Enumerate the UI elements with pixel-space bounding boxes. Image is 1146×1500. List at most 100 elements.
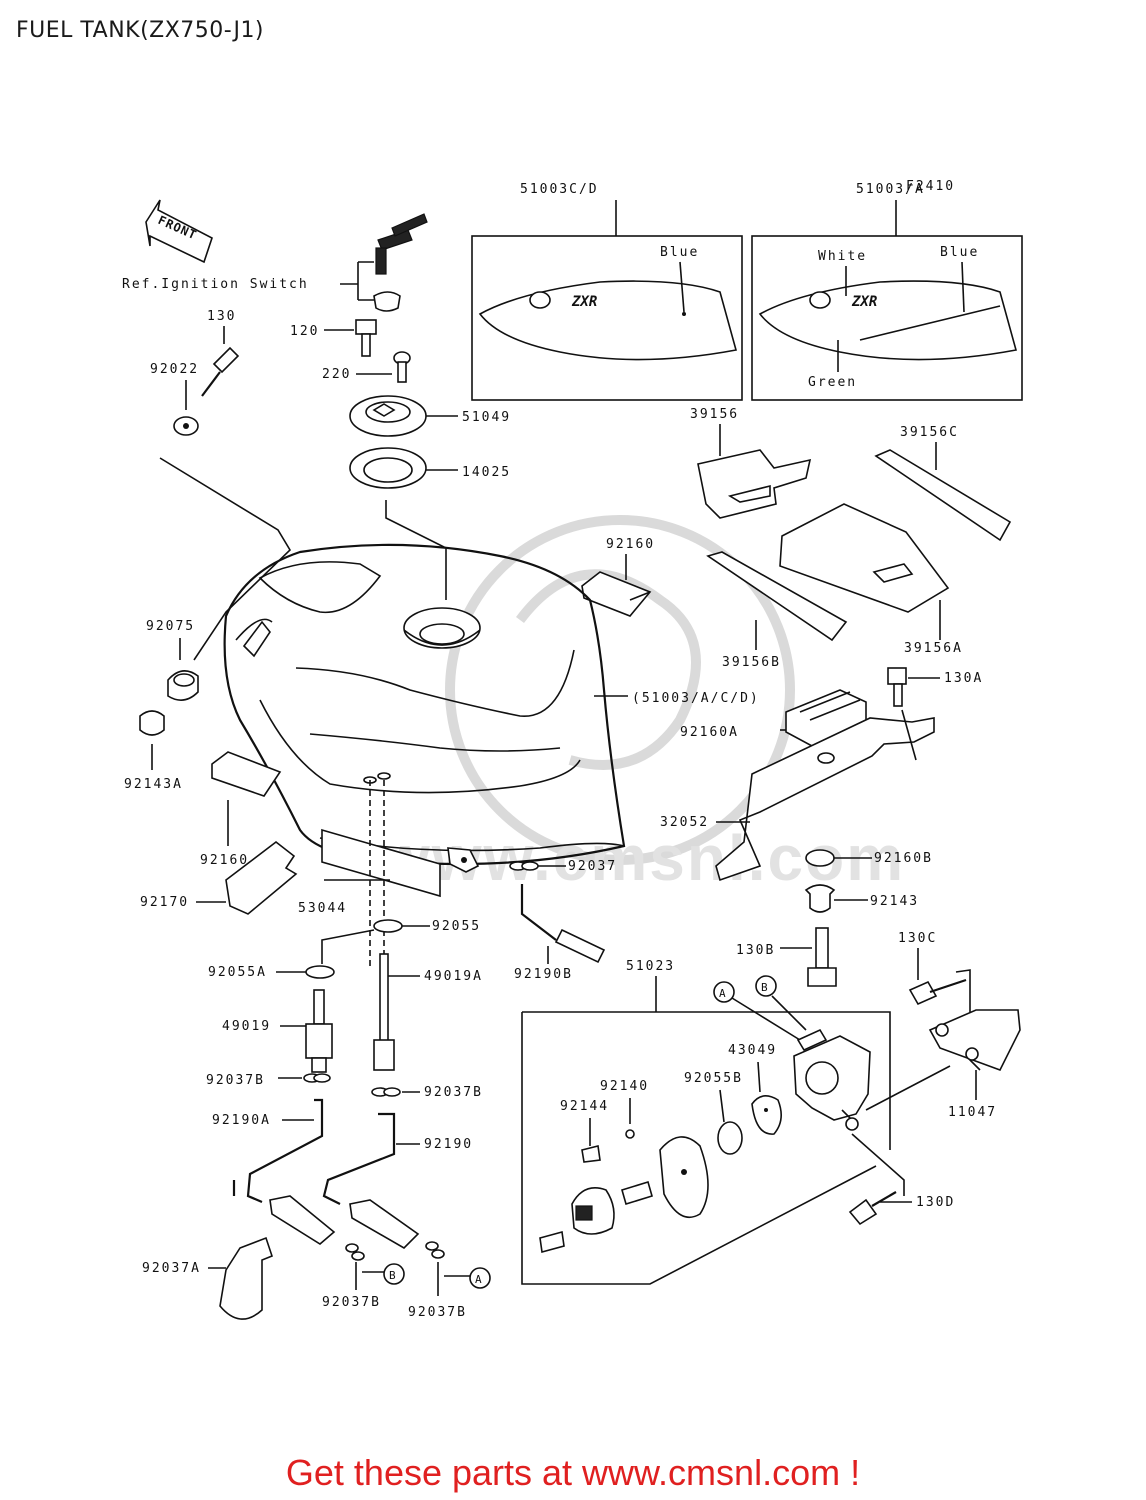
figure-code: F2410 xyxy=(906,179,955,194)
pipe-49019 xyxy=(305,989,333,1073)
hose-92190 xyxy=(322,1112,396,1205)
label-92055: 92055 xyxy=(432,919,481,934)
circle-a-bot-label: A xyxy=(475,1273,482,1286)
o-ring-92055b xyxy=(717,1121,743,1155)
label-92143a: 92143A xyxy=(124,777,183,792)
clamp-92037a xyxy=(219,1236,273,1320)
clamp-92170 xyxy=(225,840,298,915)
front-arrow-icon: FRONT xyxy=(145,199,213,264)
label-51003a: 51003/A xyxy=(856,182,925,197)
label-49019: 49019 xyxy=(222,1019,271,1034)
label-53044: 53044 xyxy=(298,901,347,916)
decal-logo-zxr-2: ZXR xyxy=(851,294,877,310)
screw-plate xyxy=(621,1180,653,1206)
label-92075: 92075 xyxy=(146,619,195,634)
gasket-14025 xyxy=(349,447,427,489)
label-11047: 11047 xyxy=(948,1105,997,1120)
decal-logo-zxr: ZXR xyxy=(571,294,597,310)
bolt-130 xyxy=(201,346,240,397)
screw-220 xyxy=(393,351,411,383)
fuel-cock-body xyxy=(793,1028,871,1131)
label-92170: 92170 xyxy=(140,895,189,910)
label-39156a: 39156A xyxy=(904,641,963,656)
valve-plate xyxy=(659,1136,709,1219)
collar-92143 xyxy=(804,884,836,913)
label-92055b: 92055B xyxy=(684,1071,743,1086)
pad-39156b xyxy=(706,551,848,642)
label-130c: 130C xyxy=(898,931,937,946)
label-92055a: 92055A xyxy=(208,965,267,980)
label-39156b: 39156B xyxy=(722,655,781,670)
decal-box-51003a xyxy=(751,235,1023,401)
label-39156c: 39156C xyxy=(900,425,959,440)
label-49019a: 49019A xyxy=(424,969,483,984)
label-92144: 92144 xyxy=(560,1099,609,1114)
pad-39156a xyxy=(779,503,950,613)
screw-lever xyxy=(539,1230,565,1254)
clip-92037 xyxy=(509,861,539,871)
clip-92037b-bot2 xyxy=(425,1241,445,1259)
label-130a: 130A xyxy=(944,671,983,686)
cushion-92160-left xyxy=(211,751,282,797)
label-92037-top: 92037 xyxy=(568,859,617,874)
damper-92160a xyxy=(785,689,867,747)
page-title: FUEL TANK(ZX750-J1) xyxy=(16,18,265,43)
label-92037b-left: 92037B xyxy=(206,1073,265,1088)
clip-92037b-bot1 xyxy=(345,1243,365,1261)
gasket-43049 xyxy=(751,1095,782,1135)
clip-92037b-left xyxy=(303,1073,331,1083)
circle-b-bot xyxy=(383,1263,405,1285)
circle-a-top-label: A xyxy=(719,987,726,1000)
collar-92160b xyxy=(805,849,835,867)
pipe-49019a xyxy=(373,953,395,1071)
label-130d: 130D xyxy=(916,1195,955,1210)
label-green: Green xyxy=(808,375,857,390)
label-130: 130 xyxy=(207,309,236,324)
label-92190b: 92190B xyxy=(514,967,573,982)
fuel-tank xyxy=(223,543,626,866)
label-51003acd: (51003/A/C/D) xyxy=(632,691,760,706)
decal-51003cd: ZXR xyxy=(478,280,738,361)
spring-92144 xyxy=(581,1145,601,1163)
label-92022: 92022 xyxy=(150,362,199,377)
label-92160b: 92160B xyxy=(874,851,933,866)
label-51023: 51023 xyxy=(626,959,675,974)
pad-39156c xyxy=(874,449,1012,542)
circle-b-top-label: B xyxy=(761,981,768,994)
label-220: 220 xyxy=(322,367,351,382)
label-blue-1: Blue xyxy=(660,245,699,260)
label-39156: 39156 xyxy=(690,407,739,422)
circle-a-top xyxy=(713,981,735,1003)
label-92190: 92190 xyxy=(424,1137,473,1152)
bolt-130b xyxy=(807,927,837,987)
label-43049: 43049 xyxy=(728,1043,777,1058)
bolt-130c xyxy=(908,978,967,1006)
footer-link[interactable]: Get these parts at www.cmsnl.com ! xyxy=(285,1452,861,1493)
label-92037b-bot2: 92037B xyxy=(408,1305,467,1320)
label-92037a: 92037A xyxy=(142,1261,201,1276)
lever-knob xyxy=(571,1187,615,1235)
label-120: 120 xyxy=(290,324,319,339)
label-ref-ignition: Ref.Ignition Switch xyxy=(122,277,309,292)
label-white: White xyxy=(818,249,867,264)
bracket-32052 xyxy=(715,717,935,882)
label-blue-2: Blue xyxy=(940,245,979,260)
label-92160-left: 92160 xyxy=(200,853,249,868)
ball-92140 xyxy=(625,1129,635,1139)
label-51003cd: 51003C/D xyxy=(520,182,599,197)
bracket-tank-lug xyxy=(447,847,480,873)
label-92037b-bot1: 92037B xyxy=(322,1295,381,1310)
label-92160a: 92160A xyxy=(680,725,739,740)
fuel-cap-51049 xyxy=(349,395,427,437)
circle-b-bot-label: B xyxy=(389,1269,396,1282)
strip-53044 xyxy=(321,828,441,898)
label-14025: 14025 xyxy=(462,465,511,480)
collar-92143a xyxy=(139,710,165,736)
parts-diagram: www.cmsnl.com FRONT F2410 Ref.Ignition S… xyxy=(122,179,1023,1320)
cushion-92160-top xyxy=(581,571,652,617)
circle-b-top xyxy=(755,975,777,997)
grommet-92075 xyxy=(167,670,199,701)
bolt-130a xyxy=(887,667,907,707)
pad-39156 xyxy=(697,449,812,519)
decal-box-51003cd xyxy=(471,235,743,401)
